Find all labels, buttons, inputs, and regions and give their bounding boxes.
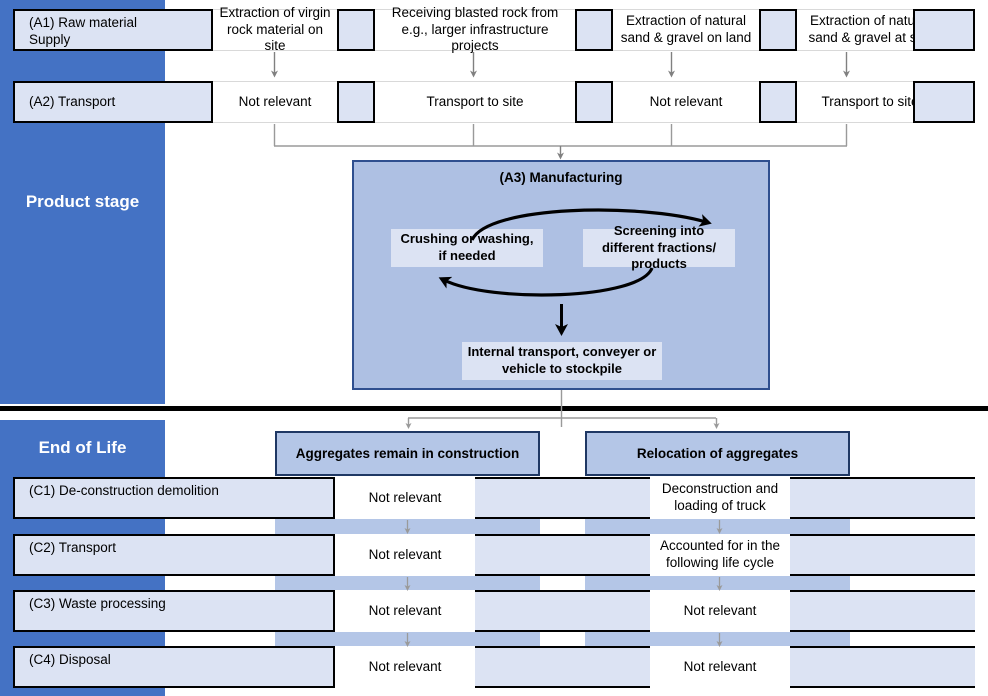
row-a1-label-line1: (A1) Raw material xyxy=(29,15,138,30)
cell-c1-2: Deconstruction and loading of truck xyxy=(650,477,790,519)
spacer-a2-1 xyxy=(337,81,375,123)
manufacturing-title: (A3) Manufacturing xyxy=(499,170,623,185)
cell-a1-3: Extraction of natural sand & gravel on l… xyxy=(613,9,759,51)
row-c1-label: (C1) De-construction demolition xyxy=(13,477,335,519)
connector-a2-to-a3 xyxy=(273,124,848,160)
spacer-a2-3 xyxy=(759,81,797,123)
mfg-box-screening: Screening into different fractions/ prod… xyxy=(583,223,735,271)
spacer-a1-3 xyxy=(759,9,797,51)
eol-col-fill-2 xyxy=(0,576,165,594)
cell-c2-2: Accounted for in the following life cycl… xyxy=(650,534,790,576)
cell-a2-3: Not relevant xyxy=(613,81,759,123)
eol-col-fill-3 xyxy=(0,632,165,650)
row-a2-label: (A2) Transport xyxy=(13,81,213,123)
row-a1-label: (A1) Raw material Supply xyxy=(13,9,213,51)
spacer-a2-4 xyxy=(913,81,975,123)
eol-col-fill-4 xyxy=(0,688,165,696)
spacer-a1-2 xyxy=(575,9,613,51)
cell-a1-1: Extraction of virgin rock material on si… xyxy=(213,5,337,53)
stage-column-eol-label: End of Life xyxy=(38,438,127,457)
row-c2-label: (C2) Transport xyxy=(13,534,335,576)
eol-head-relocation: Relocation of aggregates xyxy=(585,431,850,476)
row-a1-label-line2: Supply xyxy=(29,31,71,47)
cell-c3-1: Not relevant xyxy=(335,590,475,632)
spacer-a1-4 xyxy=(913,9,975,51)
cell-a2-2: Transport to site xyxy=(375,81,575,123)
eol-head-remain: Aggregates remain in construction xyxy=(275,431,540,476)
cell-c1-1: Not relevant xyxy=(335,477,475,519)
cell-c3-2: Not relevant xyxy=(650,590,790,632)
spacer-a2-2 xyxy=(575,81,613,123)
cell-c2-1: Not relevant xyxy=(335,534,475,576)
mfg-box-internal-transport: Internal transport, conveyer or vehicle … xyxy=(462,342,662,380)
cell-c4-2: Not relevant xyxy=(650,646,790,688)
stage-column-product-label: Product stage xyxy=(25,192,140,211)
cell-a2-1: Not relevant xyxy=(213,81,337,123)
eol-col-fill-1 xyxy=(0,519,165,537)
stage-column-product: Product stage xyxy=(0,0,165,404)
spacer-a1-1 xyxy=(337,9,375,51)
row-c4-label: (C4) Disposal xyxy=(13,646,335,688)
cell-c4-1: Not relevant xyxy=(335,646,475,688)
cell-a1-2: Receiving blasted rock from e.g., larger… xyxy=(375,5,575,53)
mfg-box-crushing: Crushing or washing, if needed xyxy=(391,229,543,267)
row-c3-label: (C3) Waste processing xyxy=(13,590,335,632)
section-divider xyxy=(0,406,988,411)
